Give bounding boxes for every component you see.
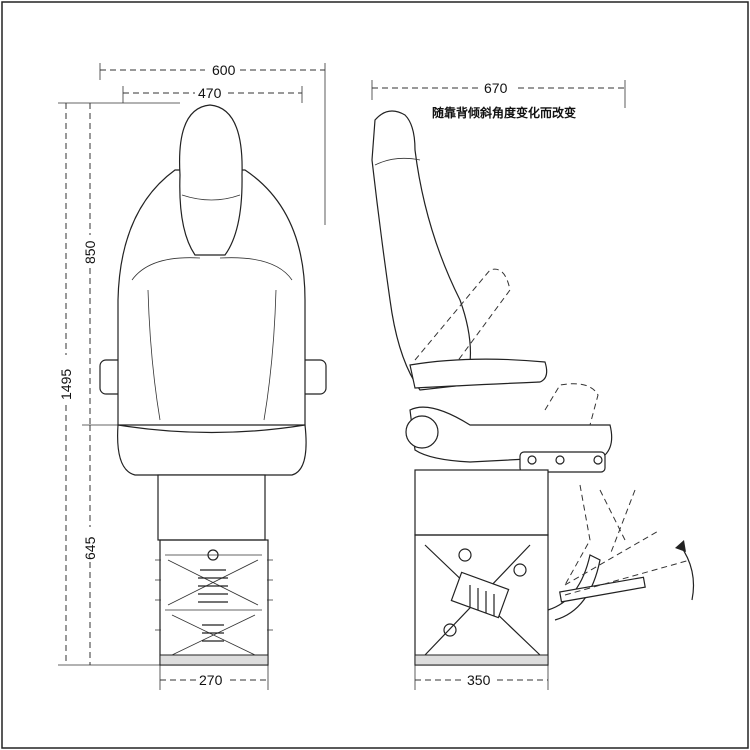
dim-270: 270 bbox=[199, 672, 223, 688]
side-backrest bbox=[371, 110, 472, 391]
seat-cushion bbox=[117, 424, 307, 476]
dim-670: 670 bbox=[484, 80, 508, 96]
side-pedestal-cover bbox=[414, 469, 549, 536]
note-recline: 随靠背倾斜角度变化而改变 bbox=[432, 105, 576, 120]
dim-470: 470 bbox=[198, 85, 222, 101]
side-knob bbox=[405, 415, 439, 449]
side-armrest bbox=[409, 358, 548, 389]
seat-side-view bbox=[371, 110, 695, 666]
dim-1495: 1495 bbox=[58, 369, 74, 400]
slide-rail bbox=[519, 451, 606, 473]
dim-600: 600 bbox=[212, 62, 236, 78]
front-dimensions: 600 470 1495 850 645 270 bbox=[58, 62, 326, 690]
suspension-front bbox=[155, 539, 273, 666]
pedestal-cover bbox=[157, 474, 266, 541]
headrest bbox=[178, 104, 243, 256]
suspension-side bbox=[414, 534, 549, 666]
seat-front-view bbox=[99, 104, 327, 666]
side-dimensions: 670 随靠背倾斜角度变化而改变 350 bbox=[371, 80, 626, 690]
dim-850: 850 bbox=[82, 240, 98, 264]
footrest bbox=[559, 576, 646, 603]
dim-350: 350 bbox=[467, 672, 491, 688]
side-cushion bbox=[409, 406, 613, 463]
dim-645: 645 bbox=[82, 536, 98, 560]
